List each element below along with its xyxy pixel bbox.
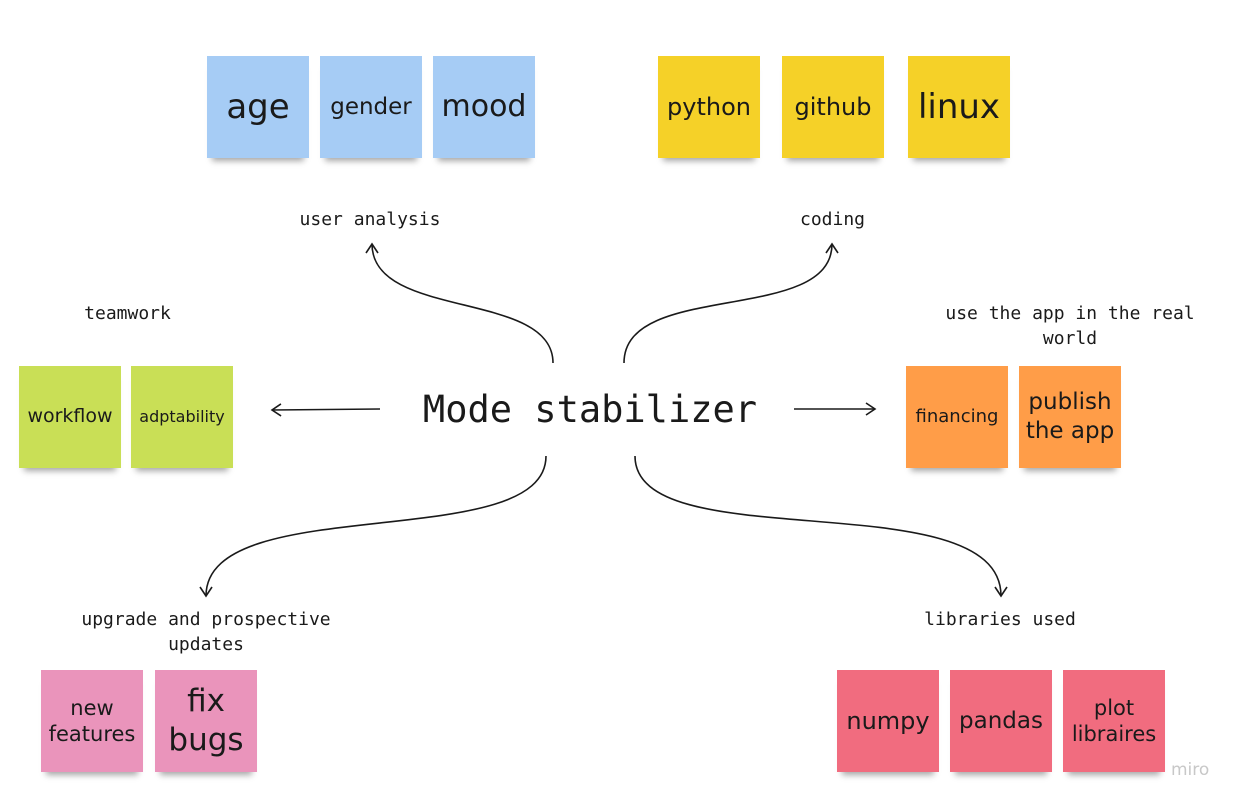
- label-teamwork[interactable]: teamwork: [84, 303, 171, 324]
- sticky-note-gender[interactable]: gender: [320, 56, 422, 158]
- central-topic[interactable]: Mode stabilizer: [422, 388, 758, 431]
- sticky-note-adptability[interactable]: adptability: [131, 366, 233, 468]
- sticky-note-mood[interactable]: mood: [433, 56, 535, 158]
- connector-teamwork: [270, 403, 381, 417]
- sticky-note-fix-bugs[interactable]: fix bugs: [155, 670, 257, 772]
- sticky-note-new-features[interactable]: new features: [41, 670, 143, 772]
- sticky-note-age[interactable]: age: [207, 56, 309, 158]
- sticky-note-workflow[interactable]: workflow: [19, 366, 121, 468]
- label-upgrades[interactable]: upgrade and prospective updates: [81, 609, 331, 655]
- sticky-note-publish-the-app[interactable]: publish the app: [1019, 366, 1121, 468]
- sticky-note-python[interactable]: python: [658, 56, 760, 158]
- label-real-world[interactable]: use the app in the real world: [945, 303, 1195, 349]
- miro-watermark: miro: [1171, 760, 1210, 780]
- connector-libraries: [634, 455, 1008, 598]
- sticky-note-numpy[interactable]: numpy: [837, 670, 939, 772]
- label-libraries[interactable]: libraries used: [924, 609, 1076, 630]
- sticky-note-linux[interactable]: linux: [908, 56, 1010, 158]
- sticky-note-pandas[interactable]: pandas: [950, 670, 1052, 772]
- label-coding[interactable]: coding: [799, 209, 866, 230]
- connector-coding: [623, 242, 839, 364]
- sticky-note-plot-libraires[interactable]: plot libraires: [1063, 670, 1165, 772]
- label-user-analysis[interactable]: user analysis: [299, 209, 441, 230]
- connector-user-analysis: [365, 242, 554, 364]
- connector-upgrades: [199, 455, 547, 598]
- sticky-note-financing[interactable]: financing: [906, 366, 1008, 468]
- sticky-note-github[interactable]: github: [782, 56, 884, 158]
